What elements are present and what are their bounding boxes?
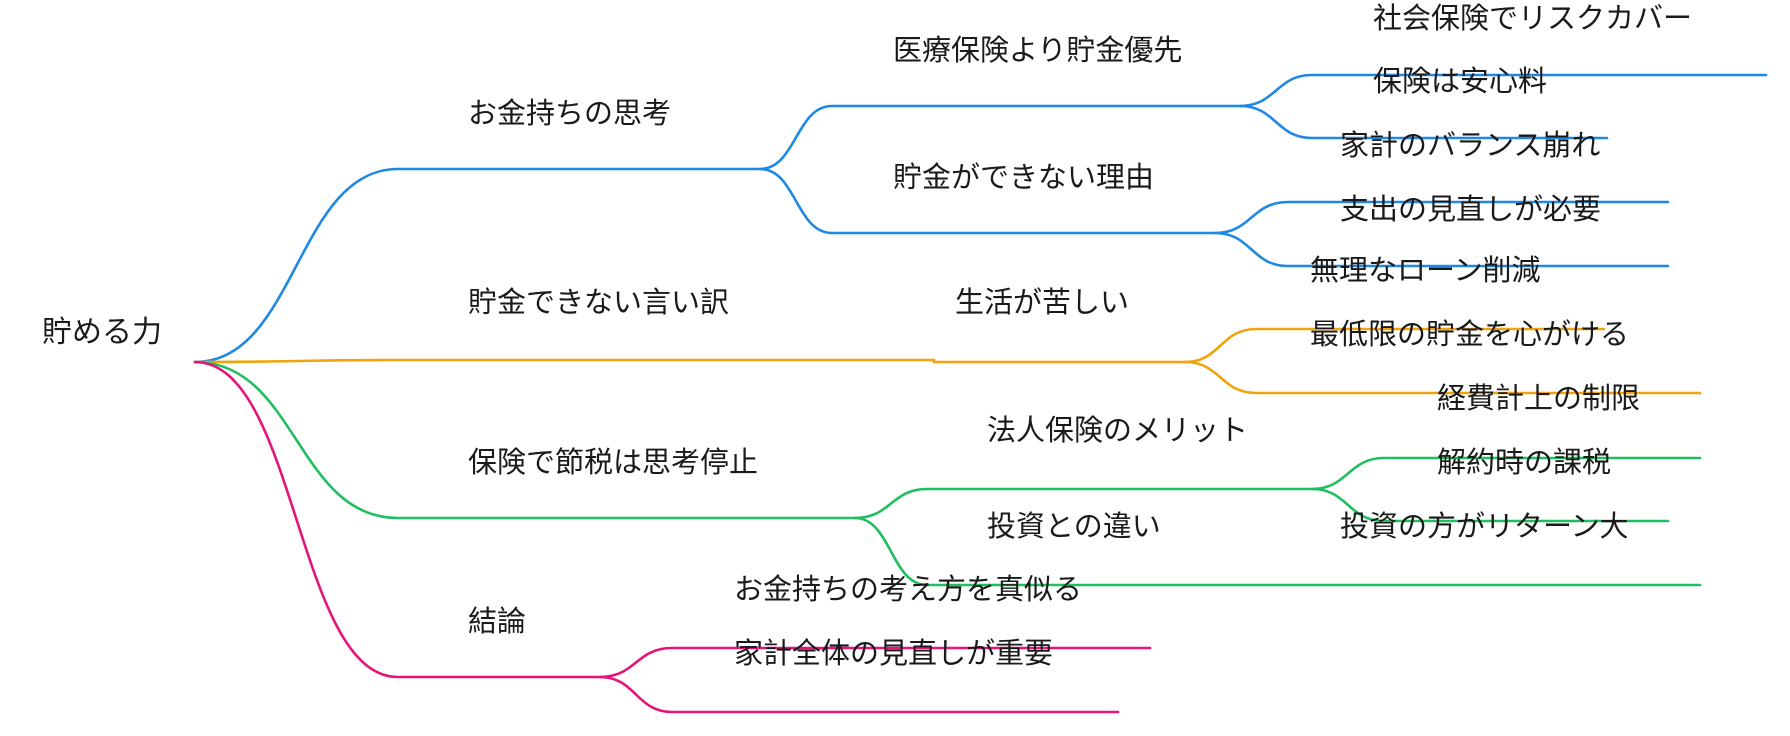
edge-root-to-branch-3 [193,360,602,679]
leaf-cut-unreasonable-loans: 無理なローン削減 [1310,253,1541,287]
edge-root-to-branch-0 [193,167,762,364]
node-difference-from-investment: 投資との違い [987,509,1161,543]
edge-root-to-branch-2 [193,360,857,520]
leaf-minimum-savings: 最低限の貯金を心がける [1310,317,1630,351]
leaf-household-balance-broken: 家計のバランス崩れ [1340,128,1601,162]
branch-node-conclusion: 結論 [468,604,527,638]
root-node: 貯める力 [42,315,162,350]
edge-c1-to-l0 [1213,200,1670,235]
leaf-expense-limit: 経費計上の制限 [1437,381,1641,415]
edge-c0-to-l0 [1238,73,1768,108]
node-imitate-rich-thinking: お金持ちの考え方を真似る [734,572,1083,606]
mindmap-edges [193,73,1768,714]
edge-b0-to-c0 [758,104,1242,171]
edge-b2-to-c0 [853,487,1314,520]
edge-b3-to-c1 [598,675,1120,714]
edge-b3-to-c0 [598,646,1152,679]
node-why-cannot-save: 貯金ができない理由 [893,160,1155,194]
node-savings-over-medical-insurance: 医療保険より貯金優先 [893,33,1183,67]
leaf-social-insurance-covers-risk: 社会保険でリスクカバー [1373,1,1693,35]
node-life-is-hard: 生活が苦しい [955,285,1130,319]
edge-c0g-to-l0 [1310,456,1702,491]
edge-b2-to-c1 [853,516,1702,587]
edge-c0o-to-l1 [1183,360,1702,395]
edge-b1-to-c0 [932,358,1187,364]
edge-c0o-to-l0 [1183,327,1606,364]
edge-root-to-branch-1 [193,358,936,364]
branch-node-rich-thinking: お金持ちの思考 [468,96,672,130]
branch-node-excuses: 貯金できない言い訳 [468,285,730,319]
leaf-taxation-on-cancellation: 解約時の課税 [1437,445,1612,479]
leaf-investment-higher-return: 投資の方がリターン大 [1340,509,1629,543]
node-corporate-insurance-merits: 法人保険のメリット [987,413,1249,447]
node-review-whole-household: 家計全体の見直しが重要 [734,636,1054,670]
edge-c0g-to-l1 [1310,487,1670,523]
branch-node-insurance-tax-saving: 保険で節税は思考停止 [468,445,759,479]
leaf-review-spending-needed: 支出の見直しが必要 [1340,192,1602,226]
leaf-insurance-is-peace-of-mind-fee: 保険は安心料 [1373,64,1548,98]
edge-c0-to-l1 [1238,104,1609,140]
edge-c1-to-l1 [1213,231,1670,268]
edge-b0-to-c1 [758,167,1217,235]
